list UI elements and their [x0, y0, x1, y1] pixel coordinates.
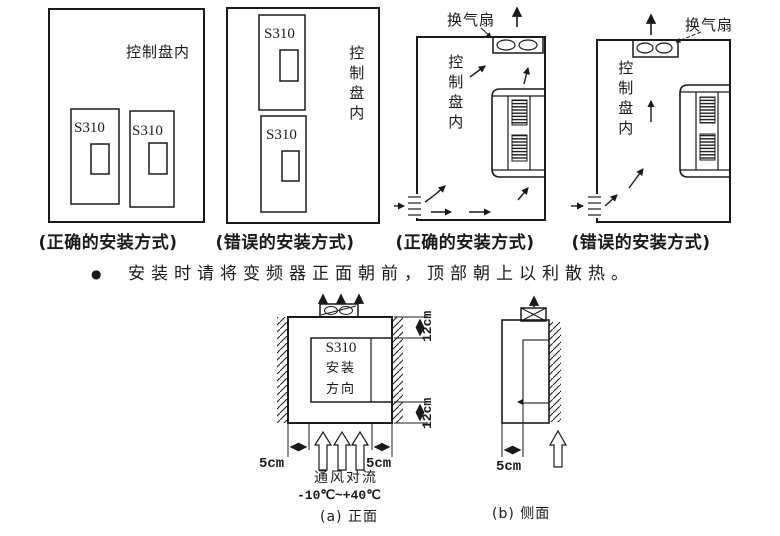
temp-range-label: -10℃~+40℃ [297, 488, 381, 503]
mount-direction-line2: 安装 [325, 361, 356, 376]
note-text: 安装时请将变频器正面朝前，顶部朝上以利散热。 [128, 264, 634, 284]
panel3-fan-label: 换气扇 [447, 11, 496, 29]
bullet-icon: ● [91, 267, 102, 281]
airflow-arrows [604, 99, 655, 207]
panel2-cabinet-drawing [226, 7, 380, 224]
wall-hatch [277, 317, 288, 423]
panel3-cabinet-drawing [394, 6, 546, 221]
bottom-clearance-label: 12cm [420, 397, 435, 429]
inlet-louver-icon [408, 196, 421, 216]
wall-hatch [392, 317, 403, 423]
airflow-arrows [424, 65, 531, 216]
intake-airflow-arrows [313, 430, 370, 471]
mount-direction-line1: S310 [325, 340, 357, 356]
unit-label: S310 [74, 120, 105, 136]
panel3-caption: (正确的安装方式) [395, 233, 535, 253]
front-view-caption: (a) 正面 [320, 509, 378, 525]
unit-label: S310 [132, 123, 163, 139]
panel4-label: 控制盘内 [616, 60, 635, 140]
intake-airflow-arrow [548, 429, 568, 468]
panel2-label: 控制盘内 [347, 45, 366, 125]
vent-grille-icon [511, 134, 528, 162]
wall-hatch [549, 322, 561, 422]
inverter-side-outline [679, 84, 730, 178]
side-view-caption: (b) 侧面 [492, 506, 551, 522]
vent-grille-icon [511, 99, 528, 126]
inverter-front-outline [310, 337, 393, 403]
panel2-caption: (错误的安装方式) [215, 233, 355, 253]
side-clearance-label: 5cm [496, 459, 522, 475]
mount-direction-line3: 方向 [325, 382, 356, 397]
exhaust-fan-icon [632, 39, 679, 58]
panel4-caption: (错误的安装方式) [571, 233, 711, 253]
unit-label: S310 [266, 127, 297, 143]
unit-label: S310 [264, 26, 295, 42]
panel3-label: 控制盘内 [446, 54, 465, 134]
panel4-fan-label: 换气扇 [685, 16, 734, 34]
side-view-drawing [501, 295, 568, 468]
panel4-cabinet-drawing [571, 13, 731, 223]
left-clearance-label: 5cm [259, 456, 285, 472]
panel1-caption: (正确的安装方式) [38, 233, 178, 253]
panel1-label: 控制盘内 [126, 43, 191, 61]
top-clearance-label: 12cm [420, 310, 435, 342]
inverter-side-profile [522, 339, 550, 404]
inverter-side-outline [491, 88, 545, 178]
vent-grille-icon [699, 133, 716, 161]
airflow-label: 通风对流 [314, 470, 378, 486]
inlet-louver-icon [588, 196, 601, 216]
vent-grille-icon [699, 96, 716, 124]
right-clearance-label: 5cm [366, 456, 392, 472]
front-view-drawing [277, 293, 428, 471]
panel1-cabinet-drawing [48, 8, 205, 223]
exhaust-fan-icon [520, 307, 547, 322]
exhaust-fan-icon [492, 36, 544, 54]
